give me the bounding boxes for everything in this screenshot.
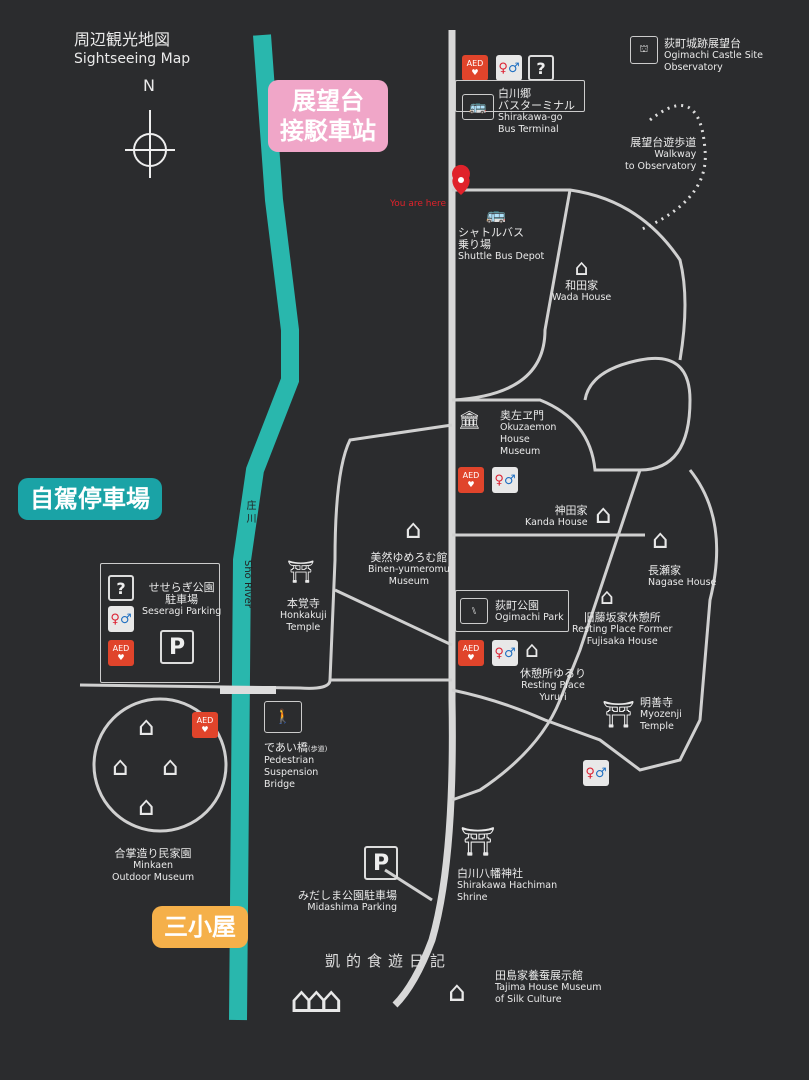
you-are-here-label: You are here [390, 199, 447, 209]
info-icon: ? [528, 55, 554, 81]
info-icon: ? [108, 575, 134, 601]
compass-icon [125, 110, 175, 178]
watermark: 凱的食遊日記 [325, 952, 452, 970]
house-icon: ⌂ [652, 525, 669, 555]
temple-icon: ⛩ [602, 700, 636, 730]
compass-north-label: N [143, 76, 155, 95]
parking-icon: P [160, 630, 194, 664]
toilet-icon: ♀♂ [583, 760, 609, 786]
bus-icon: 🚌 [462, 94, 494, 120]
house-icon: ⌂ [600, 585, 614, 610]
bus-terminal-box [455, 80, 585, 112]
torii-icon: ⛩ [460, 825, 496, 858]
house-icon: ⌂ [138, 712, 155, 742]
shuttle-bus-icon: 🚌 [486, 205, 506, 224]
toilet-icon: ♀♂ [492, 640, 518, 666]
house-icon: ⌂ [405, 515, 422, 545]
callout-parking: 自駕停車場 [18, 478, 162, 520]
house-icon: ⌂ [162, 752, 179, 782]
house-icon: ⌂ [138, 792, 155, 822]
aed-icon: AED♥ [192, 712, 218, 738]
sho-river [229, 34, 299, 1021]
house-icon: ⌂ [525, 638, 539, 663]
parking-icon: P [364, 846, 398, 880]
house-icon: ⌂ [595, 500, 612, 530]
toilet-icon: ♀♂ [496, 55, 522, 81]
roads [79, 188, 719, 902]
seseragi-parking-box [100, 563, 220, 683]
house-icon: ⌂ [112, 752, 129, 782]
bench-icon: ⑊ [460, 598, 488, 624]
bridge-mark [220, 686, 276, 694]
house-icon: ⌂ [574, 256, 589, 281]
house-cluster-icon: ⌂⌂⌂ [290, 980, 342, 1021]
bridge-icon: 🚶 [264, 701, 302, 733]
callout-observatory-shuttle: 展望台接駁車站 [268, 80, 388, 152]
toilet-icon: ♀♂ [108, 606, 134, 632]
aed-icon: AED♥ [458, 640, 484, 666]
museum-icon: 🏛 [458, 410, 481, 431]
toilet-icon: ♀♂ [492, 467, 518, 493]
location-pin-icon [452, 164, 470, 195]
map-title: 周辺観光地図 Sightseeing Map [74, 30, 191, 67]
aed-icon: AED♥ [458, 467, 484, 493]
temple-icon: ⛩ [287, 560, 315, 585]
house-icon: ⌂ [448, 975, 466, 1008]
walkway-dotted [639, 103, 707, 232]
aed-icon: AED♥ [108, 640, 134, 666]
main-road [392, 30, 456, 1008]
observatory-icon: ⛫ [630, 36, 658, 64]
river-jp-label: 庄 川 [244, 500, 255, 524]
aed-icon: AED♥ [462, 55, 488, 81]
river-en-label: Sho River [242, 560, 253, 608]
callout-three-houses: 三小屋 [152, 906, 248, 948]
ogimachi-park-box [455, 590, 569, 632]
